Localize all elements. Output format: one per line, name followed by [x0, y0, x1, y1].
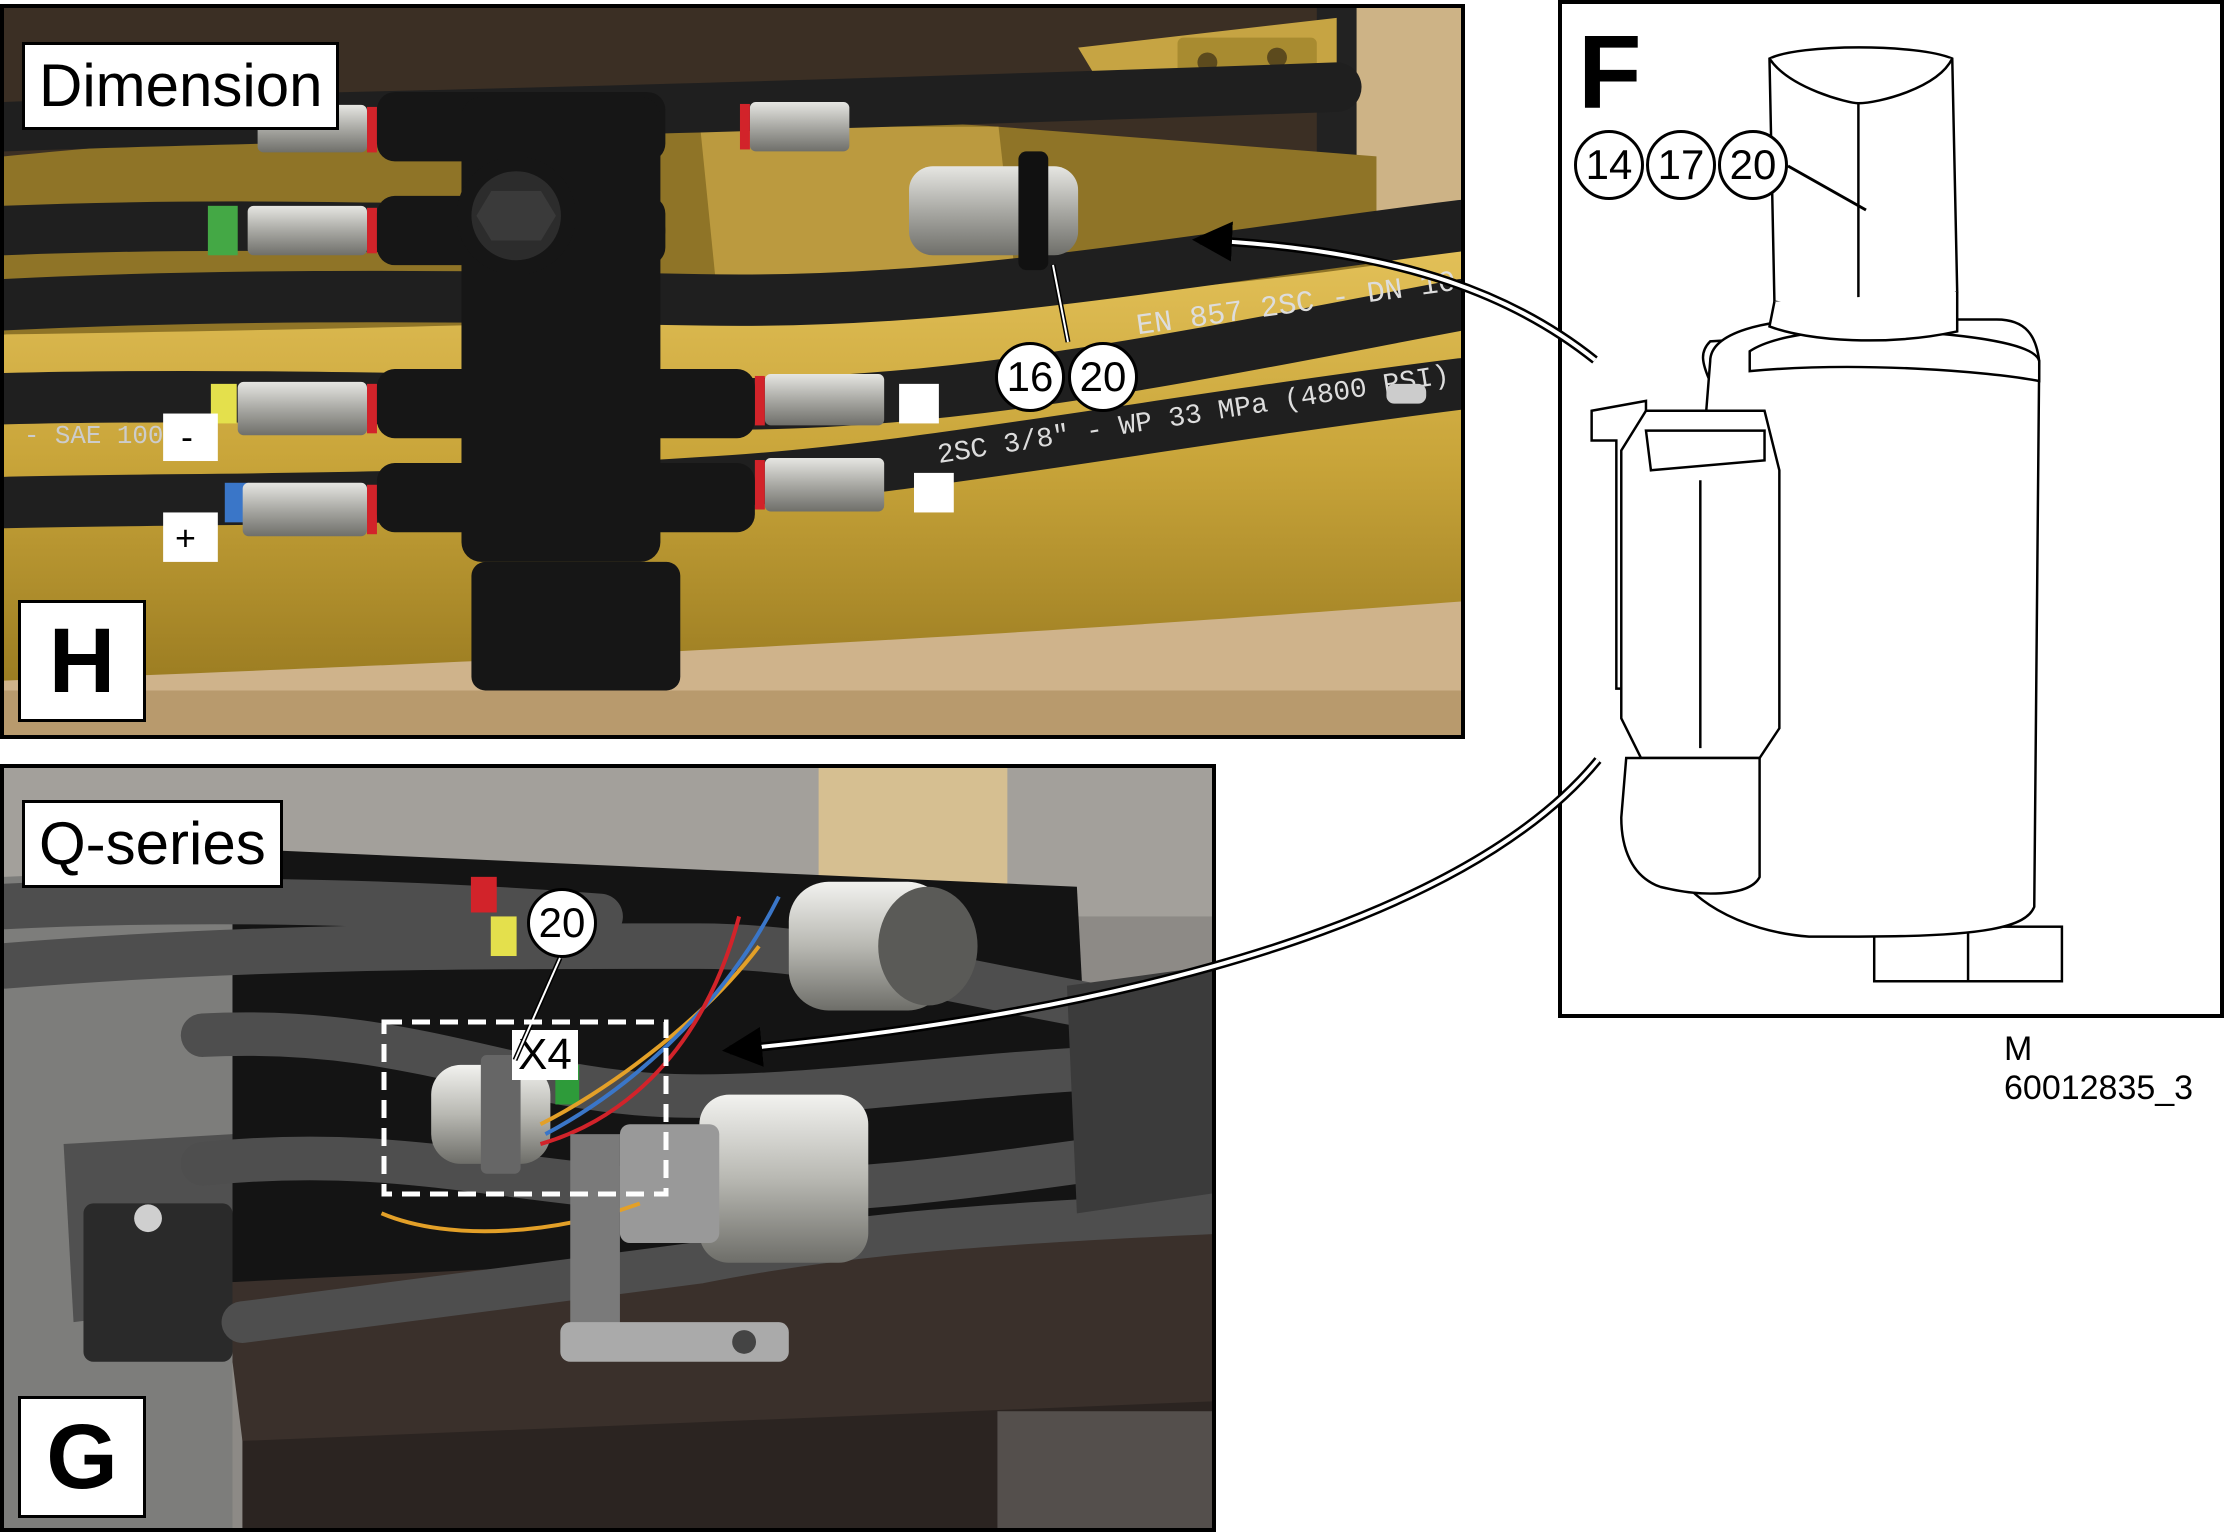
panel-letter-h: H [18, 600, 146, 722]
callout-20-top: 20 [1068, 342, 1138, 412]
solenoid-coil-drawing [1590, 46, 2064, 983]
callout-17: 17 [1646, 130, 1716, 200]
svg-text:+: + [175, 518, 196, 558]
panel-label-dimension: Dimension [22, 42, 340, 130]
connector-label-x4: X4 [512, 1030, 578, 1080]
callout-16: 16 [995, 342, 1065, 412]
panel-letter-f: F [1578, 15, 1642, 131]
svg-text:-: - [181, 417, 193, 457]
callout-14: 14 [1574, 130, 1644, 200]
callout-20-bottom: 20 [527, 888, 597, 958]
figure-reference-code: M 60012835_3 [2004, 1030, 2194, 1107]
panel-label-q-series: Q-series [22, 800, 283, 888]
panel-letter-g: G [18, 1396, 146, 1518]
callout-20-detail: 20 [1718, 130, 1788, 200]
